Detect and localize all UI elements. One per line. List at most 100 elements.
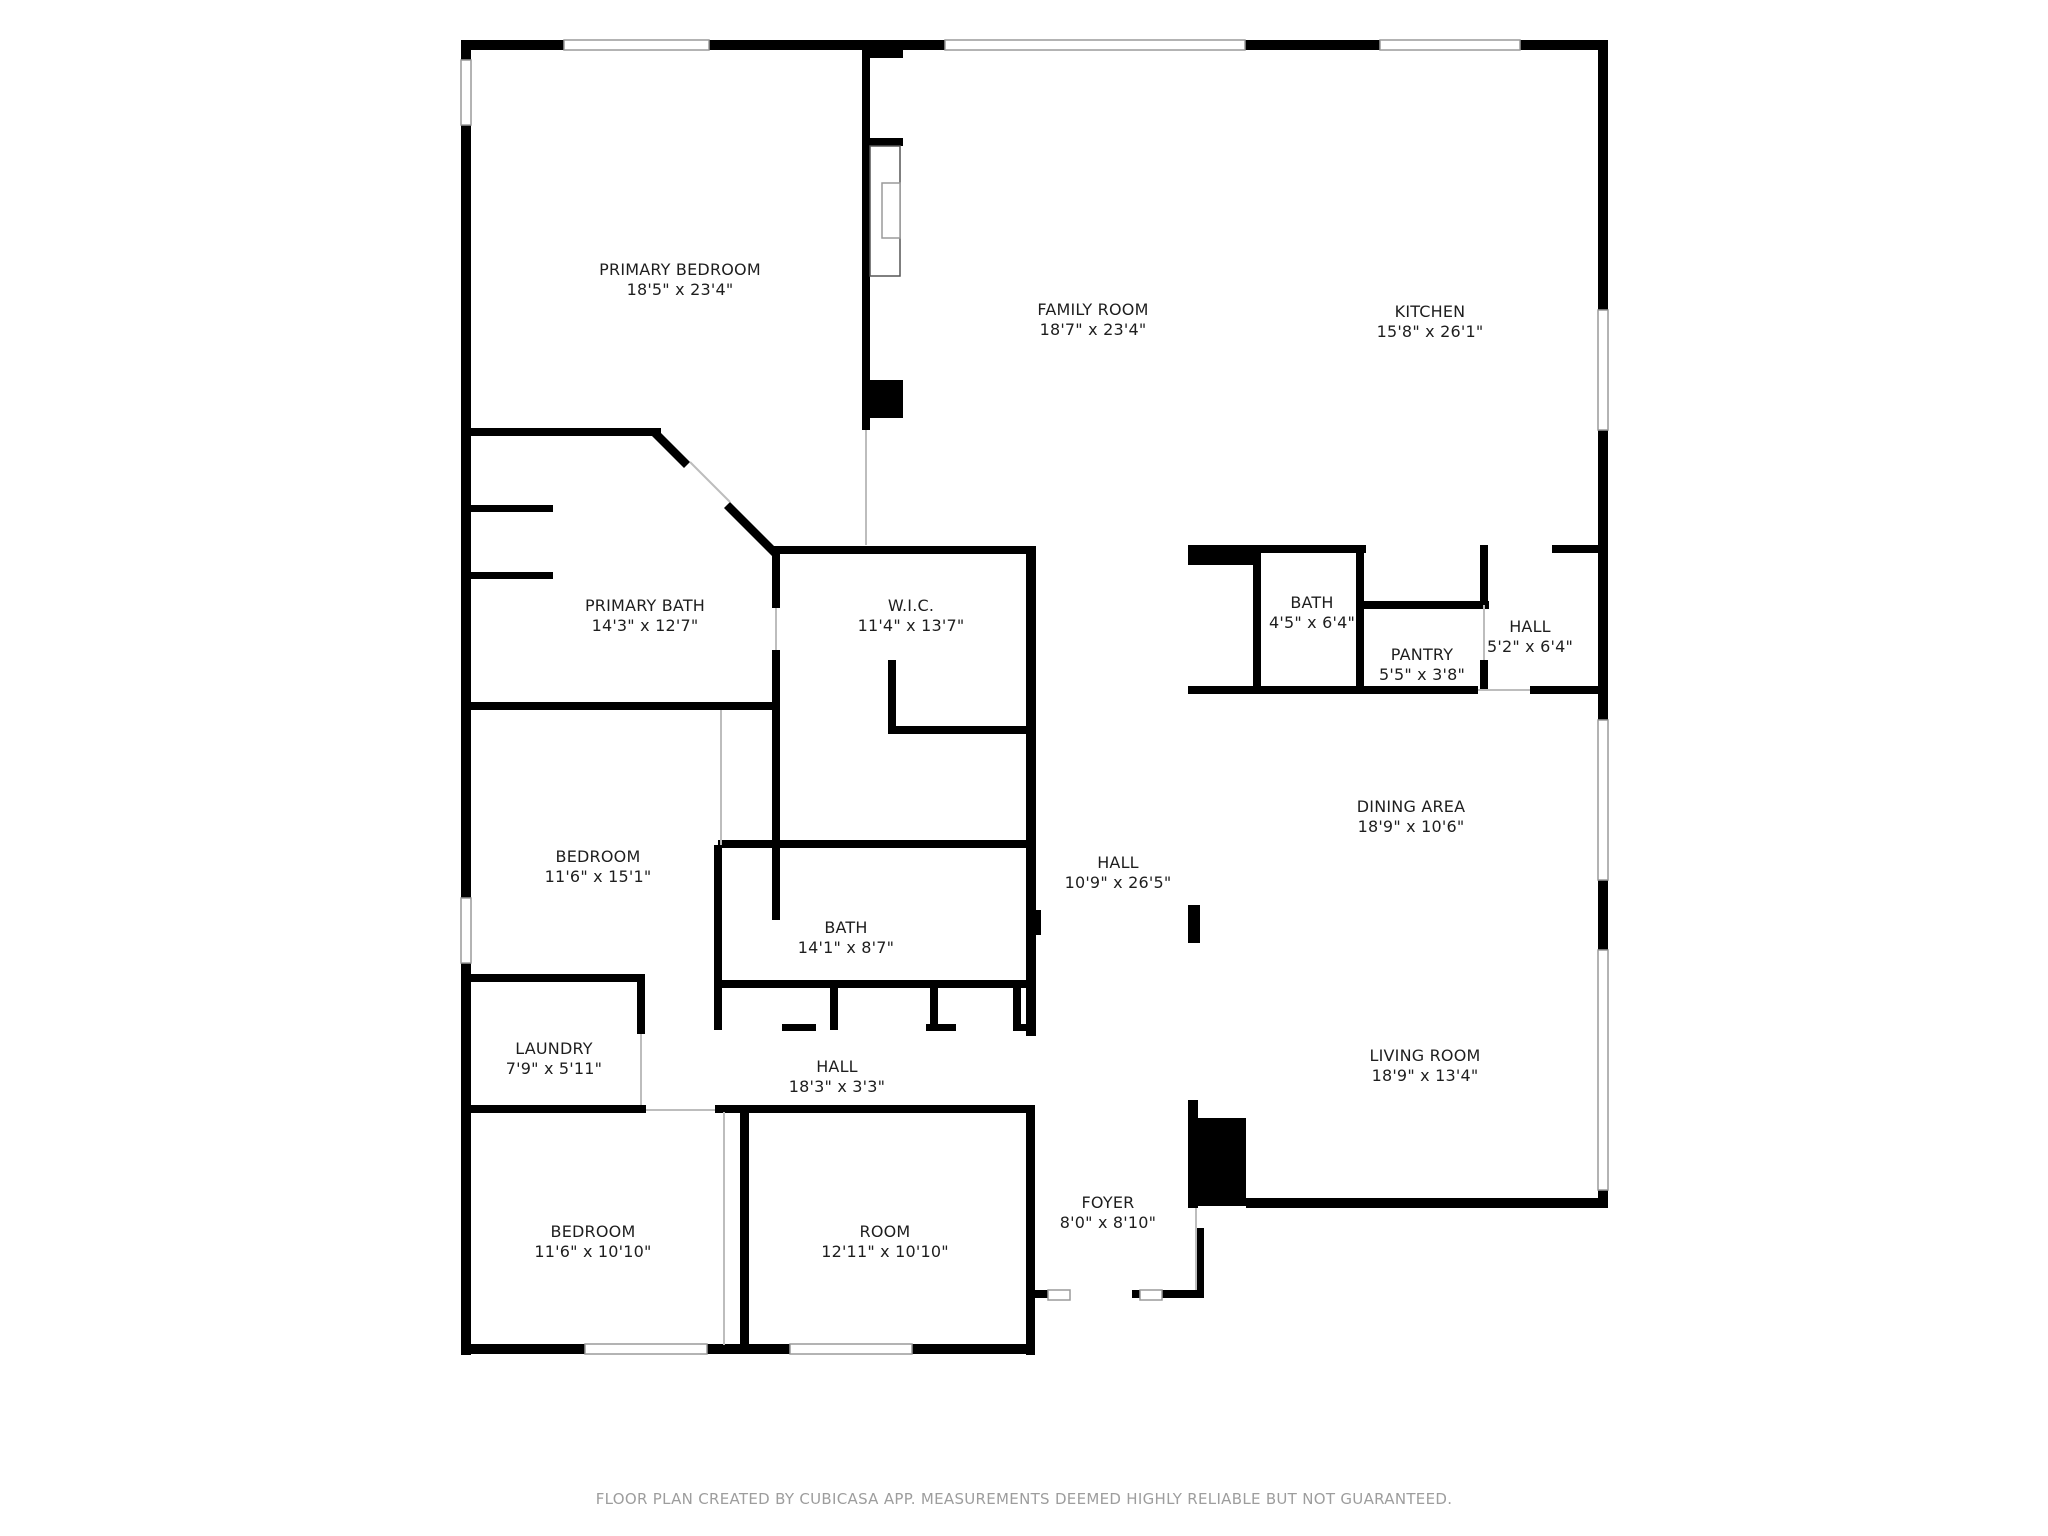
wall	[1253, 548, 1261, 690]
wall	[715, 1105, 1035, 1113]
room-kitchen: KITCHEN 15'8" x 26'1"	[1377, 302, 1484, 342]
room-primary-bedroom: PRIMARY BEDROOM 18'5" x 23'4"	[599, 260, 761, 300]
wall	[1196, 1228, 1204, 1296]
wall	[1132, 1290, 1204, 1298]
room-dimensions: 7'9" x 5'11"	[505, 1059, 603, 1078]
wall	[1188, 545, 1256, 565]
wall	[782, 1024, 816, 1031]
room-dimensions: 11'4" x 13'7"	[857, 616, 965, 635]
wall	[714, 845, 722, 1030]
door-opening	[689, 461, 731, 503]
room-name: ROOM	[859, 1222, 911, 1241]
room-dimensions: 15'8" x 26'1"	[1376, 322, 1484, 341]
wall	[1530, 686, 1605, 694]
room-dimensions: 4'5" x 6'4"	[1268, 613, 1356, 632]
window	[789, 1343, 913, 1355]
wall	[471, 505, 553, 512]
room-room: ROOM 12'11" x 10'10"	[821, 1222, 949, 1262]
room-name: BATH	[824, 918, 868, 937]
wall	[772, 546, 1034, 554]
room-name: PRIMARY BEDROOM	[599, 260, 761, 279]
wall	[1013, 980, 1021, 1030]
wall	[471, 572, 553, 579]
room-dimensions: 18'7" x 23'4"	[1039, 320, 1147, 339]
door-jamb	[1047, 1289, 1071, 1301]
room-dimensions: 14'1" x 8'7"	[797, 938, 895, 957]
wall	[1356, 548, 1364, 690]
wall	[867, 138, 903, 146]
wall	[718, 840, 1036, 848]
wall	[862, 40, 870, 430]
room-dimensions: 5'2" x 6'4"	[1486, 637, 1574, 656]
wall-top-stub	[867, 40, 903, 58]
wall	[1026, 910, 1041, 935]
room-name: FAMILY ROOM	[1037, 300, 1149, 319]
interior-walls	[471, 40, 1605, 1355]
room-hall-main: HALL 10'9" x 26'5"	[1065, 853, 1172, 893]
window	[944, 39, 1246, 51]
room-dimensions: 11'6" x 15'1"	[544, 867, 652, 886]
room-name: DINING AREA	[1356, 797, 1466, 816]
room-wic: W.I.C. 11'4" x 13'7"	[858, 596, 965, 636]
wall	[926, 1024, 956, 1031]
room-name: BEDROOM	[555, 847, 641, 866]
window	[1597, 719, 1609, 881]
door-jamb	[1139, 1289, 1163, 1301]
room-name: FOYER	[1081, 1193, 1135, 1212]
window	[563, 39, 710, 51]
front-door	[1047, 1289, 1163, 1301]
room-name: KITCHEN	[1394, 302, 1466, 321]
room-family-room: FAMILY ROOM 18'7" x 23'4"	[1037, 300, 1148, 340]
room-pantry: PANTRY 5'5" x 3'8"	[1379, 645, 1465, 685]
disclaimer-footer: FLOOR PLAN CREATED BY CUBICASA APP. MEAS…	[595, 1490, 1453, 1508]
fireplace-insert	[881, 182, 901, 239]
wall	[1026, 1110, 1035, 1350]
room-name: PANTRY	[1390, 645, 1454, 664]
windows	[460, 39, 1609, 1355]
room-dimensions: 18'3" x 3'3"	[788, 1077, 886, 1096]
room-name: W.I.C.	[887, 596, 935, 615]
wall-diagonal	[724, 502, 778, 556]
wall-bottom-right	[1246, 1198, 1608, 1208]
wall	[1026, 1270, 1035, 1355]
room-bath: BATH 14'1" x 8'7"	[798, 918, 894, 958]
wall	[1480, 545, 1488, 605]
room-name: LIVING ROOM	[1369, 1046, 1481, 1065]
wall	[1188, 905, 1200, 943]
wall	[471, 702, 780, 710]
room-name: HALL	[1097, 853, 1139, 872]
room-dimensions: 12'11" x 10'10"	[821, 1242, 949, 1261]
room-primary-bath: PRIMARY BATH 14'3" x 12'7"	[585, 596, 705, 636]
wall	[637, 974, 645, 1034]
wall	[772, 650, 780, 920]
wall-diagonal	[650, 428, 690, 468]
room-name: LAUNDRY	[515, 1039, 593, 1058]
wall	[471, 1105, 646, 1113]
wall	[1361, 601, 1489, 609]
door-openings	[640, 430, 1530, 1345]
wall	[740, 1110, 749, 1350]
room-name: BATH	[1290, 593, 1334, 612]
room-dimensions: 14'3" x 12'7"	[591, 616, 699, 635]
wall	[772, 546, 780, 608]
room-dimensions: 5'5" x 3'8"	[1378, 665, 1466, 684]
wall	[1552, 545, 1602, 553]
wall	[718, 980, 1036, 988]
window	[1379, 39, 1521, 51]
window	[460, 59, 472, 126]
wall	[471, 974, 641, 982]
fireplace-block	[867, 380, 903, 418]
room-bedroom-1: BEDROOM 11'6" x 15'1"	[545, 847, 652, 887]
wall	[1013, 1024, 1036, 1031]
wall	[1188, 686, 1478, 694]
room-dimensions: 8'0" x 8'10"	[1059, 1213, 1157, 1232]
room-bedroom-2: BEDROOM 11'6" x 10'10"	[534, 1222, 651, 1262]
wall	[1026, 546, 1036, 1036]
window	[584, 1343, 708, 1355]
room-name: HALL	[816, 1057, 858, 1076]
room-dining-area: DINING AREA 18'9" x 10'6"	[1357, 797, 1466, 837]
room-hall-lower: HALL 18'3" x 3'3"	[789, 1057, 885, 1097]
wall	[888, 726, 1030, 734]
window	[1597, 949, 1609, 1191]
room-living-room: LIVING ROOM 18'9" x 13'4"	[1369, 1046, 1480, 1086]
